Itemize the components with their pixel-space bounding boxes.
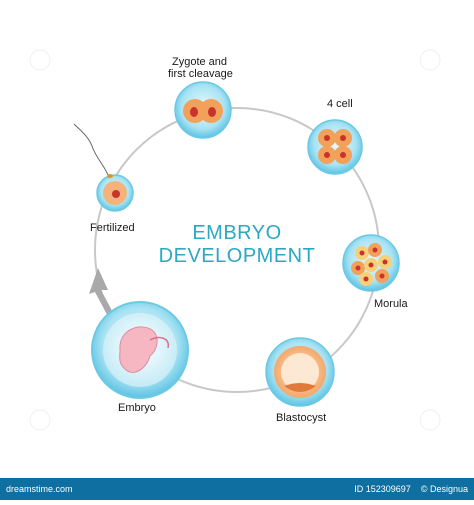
label-four-cell: 4 cell	[327, 98, 353, 110]
diagram-title-line2: DEVELOPMENT	[158, 245, 316, 267]
four-cell	[307, 119, 363, 175]
morula-cell	[342, 234, 400, 292]
label-zygote-line1: Zygote and	[172, 56, 228, 68]
stock-footer-bar: dreamstime.com ID 152309697 © Designua	[0, 478, 474, 500]
footer-author: © Designua	[420, 484, 468, 494]
diagram-title-line1: EMBRYO	[192, 222, 282, 244]
label-blastocyst: Blastocyst	[276, 412, 327, 424]
label-embryo: Embryo	[118, 402, 156, 414]
inner-cell-mass	[284, 383, 316, 392]
label-fertilized: Fertilized	[90, 222, 135, 234]
footer-meta: ID 152309697 © Designua	[354, 484, 468, 494]
zygote-cell	[174, 81, 232, 139]
embryo-figure	[119, 326, 158, 373]
label-morula: Morula	[374, 298, 408, 310]
cycle-arrow-icon	[89, 268, 118, 324]
sperm-tail	[73, 123, 109, 176]
blastocyst-cell	[265, 337, 335, 407]
embryo-cell	[91, 301, 189, 399]
fertilized-cell	[73, 123, 134, 212]
label-zygote-line2: first cleavage	[168, 68, 233, 80]
watermark-pattern	[29, 49, 441, 431]
footer-site: dreamstime.com	[6, 484, 73, 494]
footer-id: ID 152309697	[354, 484, 411, 494]
